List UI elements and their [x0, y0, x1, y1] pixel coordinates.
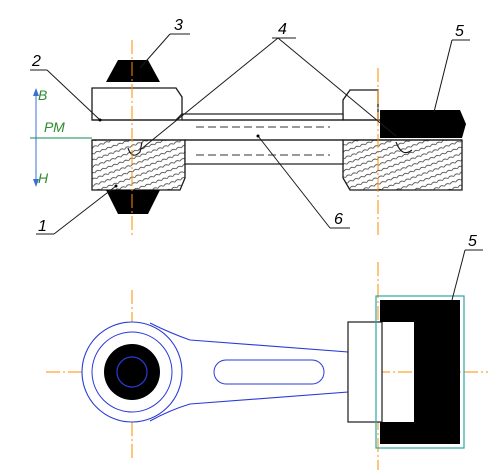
upper-half-right — [342, 89, 379, 121]
callout-5-top: 5 — [455, 23, 464, 40]
bore-circle — [116, 356, 148, 388]
lower-half-left-hatched — [91, 139, 186, 191]
callout-6: 6 — [334, 211, 343, 228]
end-block — [347, 321, 383, 423]
insert-5-outline — [375, 295, 465, 449]
label-parting: РМ — [44, 119, 65, 135]
dot-2 — [98, 118, 102, 122]
leader-4-a — [139, 37, 279, 151]
arrow-up-head — [33, 88, 39, 96]
arm-slot — [213, 359, 325, 385]
callout-5-bottom: 5 — [468, 233, 477, 250]
core-3-top — [106, 60, 160, 82]
callout-2: 2 — [31, 53, 41, 70]
hook-4-right — [395, 141, 413, 154]
leader-5-top — [433, 39, 453, 113]
leader-3 — [139, 33, 171, 69]
leader-2 — [46, 69, 101, 121]
core-3-bottom — [106, 190, 160, 214]
lower-half-right-hatched — [342, 139, 463, 191]
hook-4-left — [127, 141, 143, 156]
shank-upper — [181, 113, 344, 121]
section-view: 1 2 3 4 5 6 В РМ Н — [30, 17, 470, 235]
plan-view: 5 — [46, 233, 488, 470]
insert-5-solid — [380, 300, 460, 444]
leader-6 — [257, 135, 331, 229]
eye-boss — [104, 344, 160, 400]
upper-half-left — [91, 87, 183, 121]
callout-4: 4 — [278, 21, 287, 38]
label-lower: Н — [38, 170, 49, 186]
callout-3: 3 — [174, 17, 183, 34]
leader-1 — [53, 185, 117, 235]
dot-1 — [114, 184, 118, 188]
insert-5-section — [380, 110, 466, 138]
dot-6 — [256, 134, 260, 138]
arrow-down-head — [33, 179, 39, 187]
leader-5-bottom — [451, 249, 466, 301]
leader-4-b — [277, 37, 397, 137]
label-upper: В — [38, 87, 47, 103]
callout-1: 1 — [38, 218, 47, 235]
